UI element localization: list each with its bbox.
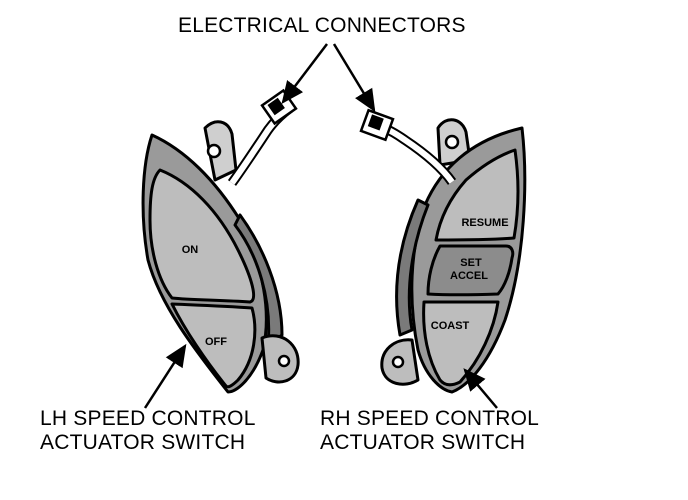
set-button-label: SET [460, 257, 482, 269]
lh-switch-arrow [143, 343, 187, 409]
leader-lines [143, 43, 498, 409]
resume-button-label: RESUME [461, 217, 508, 229]
rh-switch-label-line1: RH SPEED CONTROL [320, 407, 540, 430]
rh-switch-body [380, 118, 527, 394]
lh-switch-body [141, 120, 300, 394]
on-button-label: ON [182, 244, 199, 256]
lh-electrical-connector [227, 88, 298, 186]
accel-button-label: ACCEL [450, 270, 488, 282]
connector-arrow-left [281, 43, 328, 104]
off-button-label: OFF [205, 336, 227, 348]
rh-switch-arrow [463, 368, 498, 409]
coast-button-label: COAST [431, 320, 470, 332]
electrical-connectors-label: ELECTRICAL CONNECTORS [178, 14, 466, 37]
lh-switch-label-line1: LH SPEED CONTROL [40, 407, 256, 430]
connector-arrow-right [332, 43, 376, 113]
rh-switch-label-line2: ACTUATOR SWITCH [320, 431, 526, 454]
rh-electrical-connector [359, 108, 457, 186]
lh-switch-label-line2: ACTUATOR SWITCH [40, 431, 246, 454]
